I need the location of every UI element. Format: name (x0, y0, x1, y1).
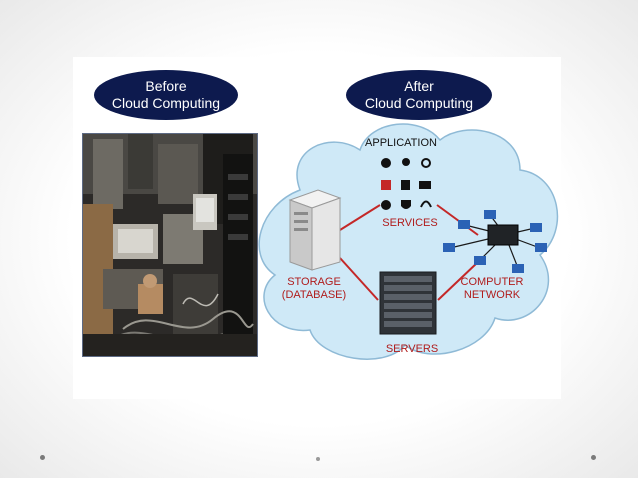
storage-label-line2: (DATABASE) (281, 289, 347, 301)
user-icon (402, 158, 410, 166)
after-oval-line2: Cloud Computing (364, 95, 474, 111)
computer-network-label: COMPUTER NETWORK (454, 276, 530, 302)
storage-label-line1: STORAGE (287, 276, 341, 288)
application-label: APPLICATION (365, 137, 437, 149)
shield-icon (401, 200, 411, 209)
search-icon (421, 158, 431, 168)
after-cloud-oval: After Cloud Computing (346, 70, 492, 120)
before-oval-line2: Cloud Computing (111, 95, 221, 111)
services-label: SERVICES (382, 217, 438, 229)
slide-nav-dot-left (40, 455, 45, 460)
slide-nav-dot-right (591, 455, 596, 460)
before-oval-line1: Before (145, 78, 187, 94)
storage-database-icon (288, 189, 342, 271)
connector-lines (339, 204, 479, 301)
services-icons (381, 158, 432, 210)
slide-nav-dot-center (316, 457, 320, 461)
servers-label: SERVERS (385, 343, 439, 355)
wrench-icon (401, 180, 410, 190)
headset-icon (420, 200, 432, 208)
servers-rack-icon (379, 271, 437, 335)
computer-network-icon (443, 210, 547, 273)
storage-label: STORAGE (DATABASE) (276, 276, 352, 302)
truck-icon (419, 181, 431, 189)
network-label-line2: NETWORK (463, 289, 521, 301)
network-label-line1: COMPUTER (460, 276, 524, 288)
cluttered-server-room-photo (82, 133, 258, 357)
after-oval-line1: After (404, 78, 434, 94)
support-icon (381, 200, 391, 210)
before-cloud-oval: Before Cloud Computing (94, 70, 238, 120)
gear-icon (381, 158, 391, 168)
tools-icon (381, 180, 391, 190)
cloud-shape (258, 123, 559, 360)
